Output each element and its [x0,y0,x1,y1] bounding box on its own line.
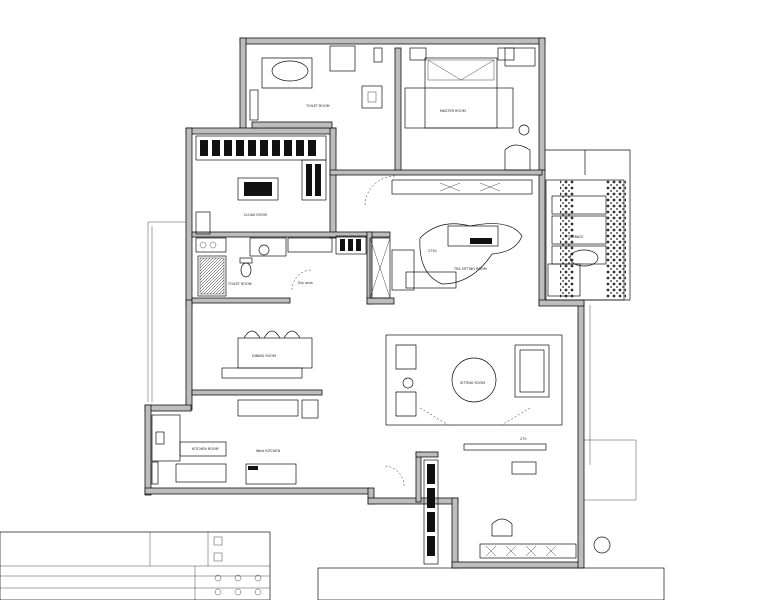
room-label-terrace: TERRACE [567,235,584,239]
room-label-kitchen: KITCHEN ROOM [192,447,218,451]
tea-sitting-room: TEA SITTING ROOM 2750 [391,179,533,291]
room-label-master: MASTER ROOM [440,109,466,113]
balcony-right [584,305,637,501]
lower-room [423,459,611,565]
room-label-west-kitchen: West KITCHEN [256,449,281,453]
room-label-tea-sitting: TEA SITTING ROOM [453,267,487,271]
dining-room: DINING ROOM [221,330,313,379]
balcony-left [147,221,186,402]
room-label-cloak: CLOAK ROOM [244,213,267,217]
toilet-room-1: TOILET ROOM [249,45,383,121]
door-swings [291,175,405,487]
cloak-room: CLOAK ROOM [195,135,327,235]
dimension-d1: 2750 [428,249,437,253]
title-block [0,531,665,600]
kitchen: KITCHEN ROOM West KITCHEN [151,399,319,485]
toilet-room-2: TOILET ROOM [195,237,253,297]
terrace: TERRACE [545,149,631,301]
room-label-toilet-1: TOILET ROOM [305,104,330,108]
interior-walls [191,47,543,503]
room-label-dining: DINING ROOM [252,354,276,358]
sitting-room: SITTING ROOM 270 [385,334,563,451]
room-label-toilet-2: TOILET ROOM [227,282,252,286]
master-room: MASTER ROOM [404,47,536,171]
room-label-sitting: SITTING ROOM [460,381,485,385]
room-label-dry-area: Dry area [298,281,313,285]
dimension-d3: 270 [520,437,526,441]
dry-area: Dry area [249,235,391,299]
